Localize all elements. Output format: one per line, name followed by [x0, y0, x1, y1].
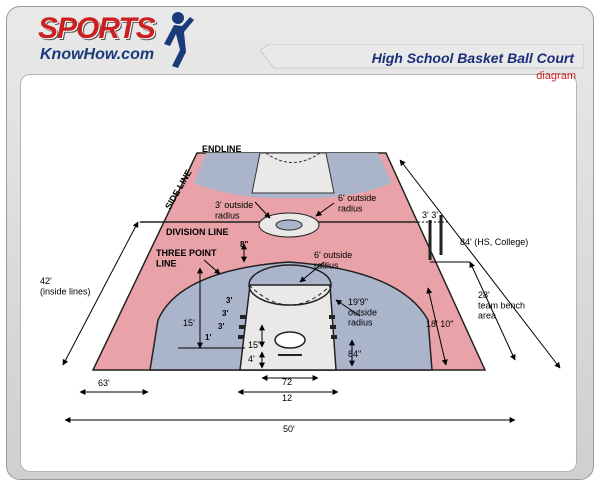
far-lane [251, 152, 335, 194]
dim-15ft-key: 15' [248, 340, 260, 350]
dim-3ft-b: 3' [222, 309, 228, 318]
logo-sports-text[interactable]: SPORTS [38, 12, 156, 45]
dim-15ft-left: 15' [183, 318, 195, 328]
title-bar: High School Basket Ball Court [260, 44, 584, 74]
dim-8in: 8" [240, 240, 248, 249]
dim-1ft: 1' [205, 333, 211, 342]
dim-4ft: 4' [248, 354, 255, 364]
dim-3ft-3ft: 3' 3' [422, 210, 438, 220]
dim-3ft-c: 3' [218, 322, 224, 331]
dim-84in: 84" [348, 349, 361, 359]
width-inside-label: 42'(inside lines) [40, 276, 91, 296]
dim-50: 50' [283, 424, 295, 434]
bench-length-label: 84' (HS, College) [460, 237, 528, 247]
division-line-label: DIVISION LINE [166, 227, 229, 237]
page-subtitle: diagram [536, 70, 576, 82]
basket-rim [274, 331, 306, 349]
basketball-player-icon [164, 12, 194, 68]
dim-63: 63' [98, 378, 110, 388]
dim-18ft-10in: 18' 10" [426, 319, 453, 329]
logo-knowhow-text[interactable]: KnowHow.com [40, 46, 155, 63]
center-circle-inner [275, 219, 303, 231]
title-bar-shape [260, 44, 584, 69]
dim-12: 12 [282, 393, 292, 403]
page-title: High School Basket Ball Court [371, 50, 574, 66]
endline-label: ENDLINE [202, 144, 242, 154]
dim-3ft-a: 3' [226, 296, 232, 305]
dim-72: 72 [282, 377, 292, 387]
lane-key [239, 284, 337, 371]
